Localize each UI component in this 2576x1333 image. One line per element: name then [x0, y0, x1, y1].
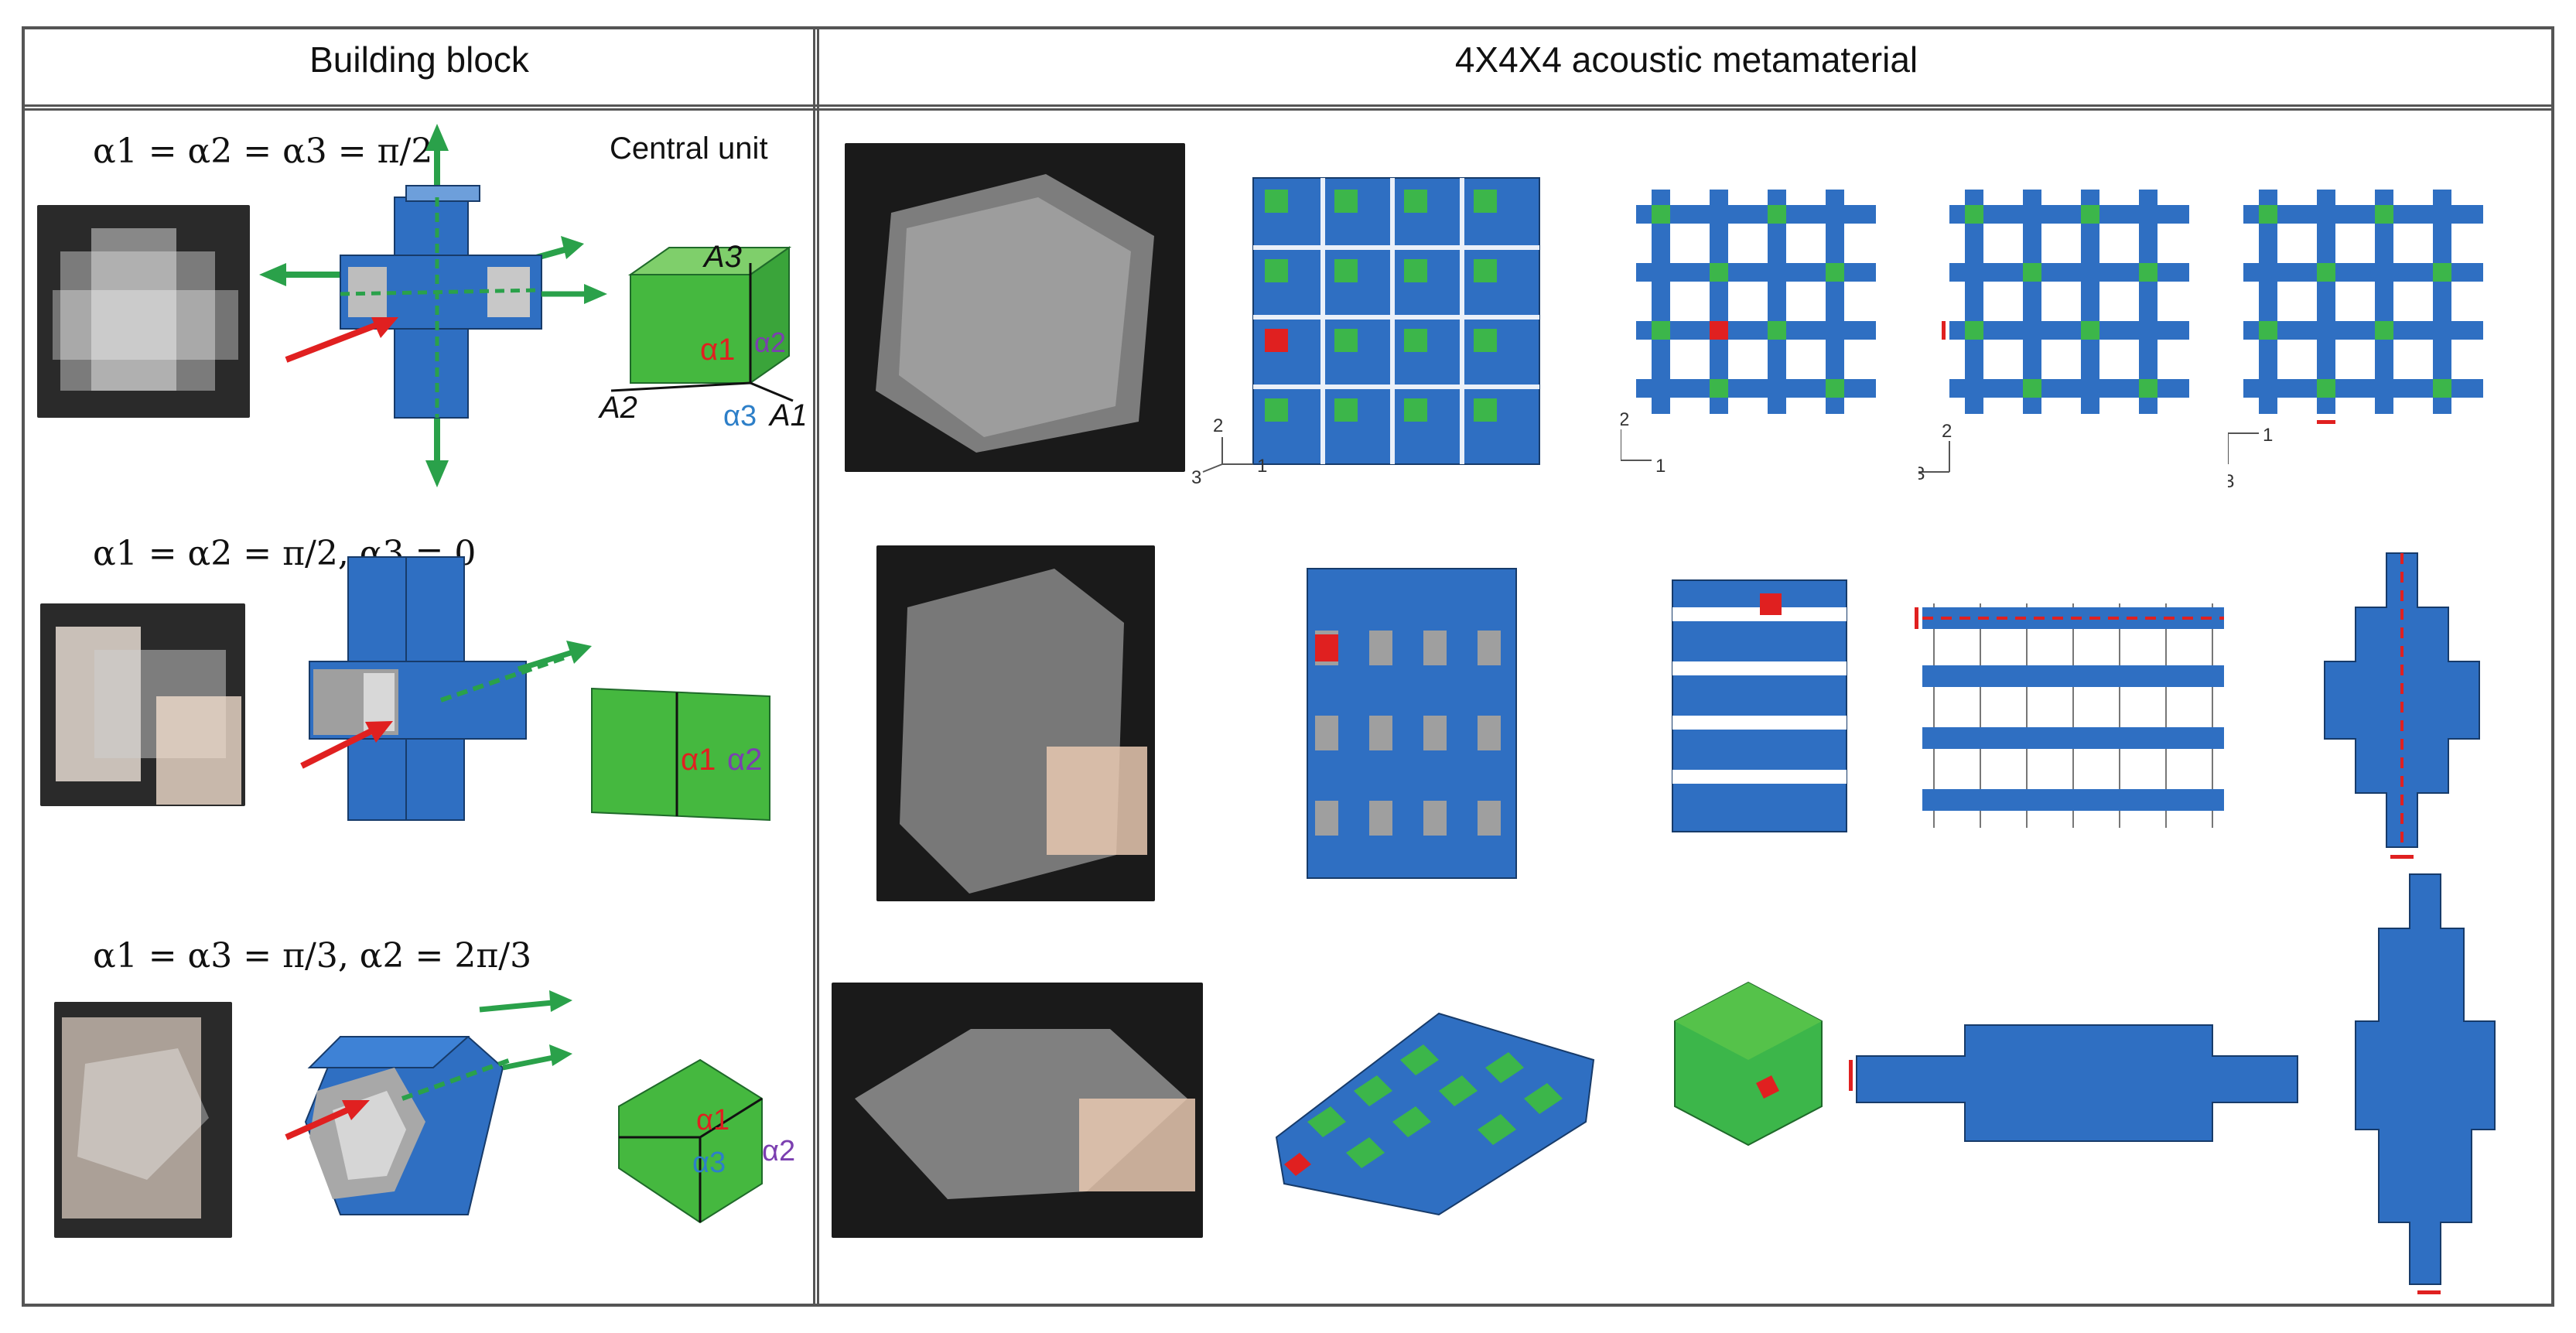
cell-label-A2: A2 — [598, 391, 637, 425]
cell-label-A3: A3 — [702, 240, 742, 274]
column-divider — [813, 26, 819, 1307]
photo-metamaterial-2 — [876, 545, 1155, 901]
hex-vertical-view-row3 — [2355, 873, 2496, 1294]
cell-label-alpha2: α2 — [754, 326, 786, 358]
photo-building-block-2 — [40, 603, 245, 806]
axis-c-label-3: 3 — [1918, 463, 1925, 484]
cross-unit-diagram-2 — [300, 556, 592, 821]
cell-label-alpha3: α3 — [723, 400, 757, 432]
photo-metamaterial-1 — [845, 143, 1185, 472]
axis-a-label-2: 2 — [1213, 415, 1223, 436]
axis-d-label-3: 3 — [2228, 471, 2234, 492]
equation-row3: α1 = α3 = π/3, α2 = 2π/3 — [93, 936, 532, 976]
central-unit-rhombus-3: α1 α3 α2 — [618, 1058, 795, 1224]
axis-d-label-1: 1 — [2263, 425, 2273, 446]
photo-building-block-1 — [37, 205, 250, 418]
diamond-view-row2 — [2324, 552, 2480, 859]
photo-building-block-3 — [54, 1002, 232, 1238]
cell-label-alpha1-row3: α1 — [696, 1104, 729, 1136]
header-separator — [22, 104, 2554, 111]
central-unit-cube-1: α1 α2 α3 A3 A2 A1 — [598, 240, 805, 432]
central-unit-label: Central unit — [610, 132, 768, 166]
slice-view-row2 — [1915, 603, 2224, 828]
hex-block-3d-row3 — [1275, 1012, 1595, 1216]
block-3d-row2 — [1307, 568, 1517, 879]
section-view-row2 — [1672, 579, 1847, 832]
cross-unit-diagram-1 — [259, 124, 607, 487]
axis-c-label-2: 2 — [1942, 421, 1952, 442]
grid-view-1: 2 1 — [1621, 190, 1876, 477]
cell-label-alpha2-row3: α2 — [762, 1135, 795, 1167]
header-building-block: Building block — [309, 39, 529, 80]
grid-view-3: 1 3 — [2228, 190, 2483, 492]
grid-view-2: 2 3 — [1918, 190, 2189, 484]
hex-unit-diagram-3 — [285, 990, 572, 1215]
figure-frame — [22, 26, 2554, 1307]
axis-a-label-3: 3 — [1191, 467, 1201, 488]
cell-label-alpha1: α1 — [700, 333, 735, 367]
hex-side-view-row3 — [1849, 1024, 2298, 1142]
cell-label-A1: A1 — [768, 398, 805, 432]
cell-label-alpha3-row3: α3 — [692, 1147, 726, 1179]
header-metamaterial: 4X4X4 acoustic metamaterial — [1454, 39, 1918, 80]
cell-label-alpha2-row2: α2 — [727, 743, 762, 777]
rhombus-face-row3 — [1674, 981, 1823, 1147]
axis-b-label-2: 2 — [1621, 409, 1629, 430]
cell-label-alpha1-row2: α1 — [681, 743, 716, 777]
equation-row1: α1 = α2 = α3 = π/2 — [93, 132, 433, 171]
axis-b-label-1: 1 — [1655, 456, 1666, 477]
photo-metamaterial-3 — [832, 983, 1203, 1238]
cube-3d-row1: 2 3 1 — [1191, 177, 1540, 488]
axis-a-label-1: 1 — [1257, 456, 1267, 477]
central-unit-face-2: α1 α2 — [591, 687, 770, 822]
